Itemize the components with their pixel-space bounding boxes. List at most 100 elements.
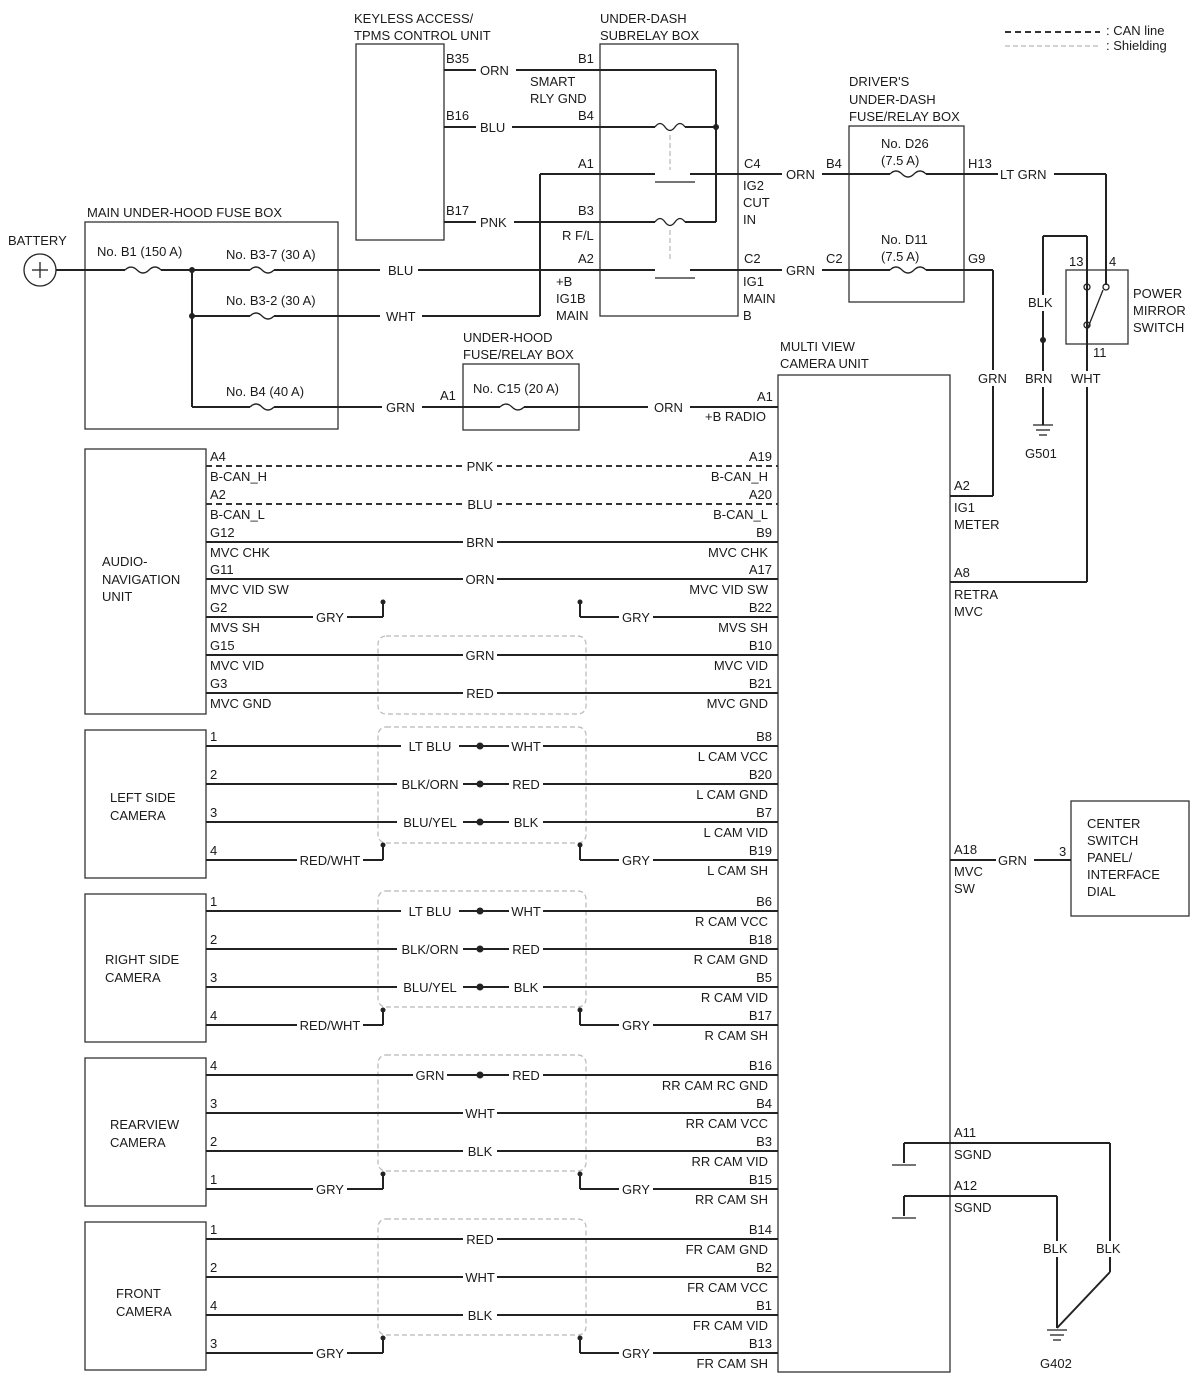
splice-point — [476, 742, 484, 750]
mvc-right-pin-label: SGND — [954, 1200, 992, 1215]
drivers-title-2: UNDER-DASH — [849, 92, 936, 107]
wire-color-right: RED — [512, 1068, 539, 1083]
left-signal-name: MVC VID SW — [210, 582, 289, 597]
right-signal-name: L CAM SH — [707, 863, 768, 878]
left-signal-name: B-CAN_L — [210, 507, 265, 522]
wire-color-right: GRY — [622, 1182, 650, 1197]
splice-point — [476, 1071, 484, 1079]
wire-wht-mirror: WHT — [1071, 371, 1101, 386]
mvc-right-pin-label: MVC — [954, 864, 983, 879]
subrelay-box — [599, 43, 739, 317]
mvc-title-1: MULTI VIEW — [780, 339, 856, 354]
pin-b35: B35 — [446, 51, 469, 66]
wire-grn-a18: GRN — [998, 853, 1027, 868]
left-pin: 3 — [210, 970, 217, 985]
audio-nav-title-1: AUDIO- — [102, 554, 148, 569]
center-panel-title-3: PANEL/ — [1087, 850, 1133, 865]
wire-color-label: RED — [466, 686, 493, 701]
right-pin: B13 — [749, 1336, 772, 1351]
mvc-right-pin: A18 — [954, 842, 977, 857]
wire-color-label: BLU — [467, 497, 492, 512]
audio-nav-title-3: UNIT — [102, 589, 132, 604]
right-signal-name: FR CAM SH — [697, 1356, 769, 1371]
right-pin: B20 — [749, 767, 772, 782]
wire-color-label: BLK — [468, 1144, 493, 1159]
pin-sb-a2: A2 — [578, 251, 594, 266]
subrelay-title-2: SUBRELAY BOX — [600, 28, 700, 43]
left-cam-title-1: LEFT SIDE — [110, 790, 176, 805]
pin-hb-a1: A1 — [440, 388, 456, 403]
pin-b17: B17 — [446, 203, 469, 218]
signal-rows: PNKA4B-CAN_HA19B-CAN_HBLUA2B-CAN_LA20B-C… — [206, 449, 778, 1371]
right-signal-name: FR CAM GND — [686, 1242, 768, 1257]
mvc-right-pin-label: SW — [954, 881, 976, 896]
ig1-label-2: MAIN — [743, 291, 776, 306]
left-pin: 1 — [210, 1172, 217, 1187]
right-pin: B1 — [756, 1298, 772, 1313]
keyless-unit-box — [355, 43, 445, 241]
left-pin: G12 — [210, 525, 235, 540]
fuse-c15-symbol — [499, 403, 525, 411]
drivers-title-3: FUSE/RELAY BOX — [849, 109, 960, 124]
wire-orn-radio: ORN — [654, 400, 683, 415]
front-cam-title-2: CAMERA — [116, 1304, 172, 1319]
left-pin: 2 — [210, 1134, 217, 1149]
left-pin: 1 — [210, 1222, 217, 1237]
right-signal-name: R CAM SH — [704, 1028, 768, 1043]
drivers-wiring: ORN B4 No. D26 (7.5 A) H13 LT GRN 4 GRN … — [738, 136, 1128, 1371]
wire-color-left: RED/WHT — [300, 1018, 361, 1033]
pin-d-b4: B4 — [826, 156, 842, 171]
left-signal-name: MVS SH — [210, 620, 260, 635]
fuse-d26-symbol — [889, 170, 927, 178]
pin-b16: B16 — [446, 108, 469, 123]
right-pin: A19 — [749, 449, 772, 464]
shield-nav — [377, 635, 587, 715]
left-pin: 2 — [210, 767, 217, 782]
keyless-title-1: KEYLESS ACCESS/ — [354, 11, 474, 26]
fuse-b3-7-symbol — [249, 266, 275, 274]
mvc-right-pins: A2IG1METERA8RETRAMVCA18MVCSWA11SGNDA12SG… — [954, 478, 1000, 1215]
right-pin: B15 — [749, 1172, 772, 1187]
right-signal-name: R CAM VID — [701, 990, 768, 1005]
left-pin: A4 — [210, 449, 226, 464]
right-pin: B4 — [756, 1096, 772, 1111]
right-pin: B9 — [756, 525, 772, 540]
center-panel-box — [1070, 800, 1190, 917]
pin-sb-b3: B3 — [578, 203, 594, 218]
right-pin: B19 — [749, 843, 772, 858]
center-panel-title-2: SWITCH — [1087, 833, 1138, 848]
smart-label-1: SMART — [530, 74, 575, 89]
right-signal-name: L CAM GND — [696, 787, 768, 802]
wire-color-left: BLU/YEL — [403, 815, 456, 830]
wire-color-left: RED/WHT — [300, 853, 361, 868]
left-signal-name: MVC VID — [210, 658, 264, 673]
wire-color-right: WHT — [511, 904, 541, 919]
mvc-right-pin-label: MVC — [954, 604, 983, 619]
wire-orn-b35: ORN — [480, 63, 509, 78]
wire-color-label: ORN — [466, 572, 495, 587]
left-pin: 4 — [210, 843, 217, 858]
power-feed: No. B1 (150 A) No. B3-7 (30 A) No. B3-2 … — [23, 173, 778, 415]
pin-sb-a1: A1 — [578, 156, 594, 171]
wire-color-right: BLK — [514, 815, 539, 830]
mirror-title-1: POWER — [1133, 286, 1182, 301]
right-signal-name: RR CAM VID — [691, 1154, 768, 1169]
front-cam-title-1: FRONT — [116, 1286, 161, 1301]
mvc-right-pin: A2 — [954, 478, 970, 493]
radio-pin: A1 — [757, 389, 773, 404]
right-signal-name: MVC CHK — [708, 545, 768, 560]
ig1b-label-3: MAIN — [556, 308, 589, 323]
legend-shield-label: : Shielding — [1106, 38, 1167, 53]
center-panel-title-4: INTERFACE — [1087, 867, 1160, 882]
front-cam-box — [84, 1221, 207, 1371]
ground-g501-symbol — [1033, 424, 1053, 436]
right-signal-name: B-CAN_H — [711, 469, 768, 484]
wire-color-right: GRY — [622, 853, 650, 868]
splice-point — [476, 818, 484, 826]
